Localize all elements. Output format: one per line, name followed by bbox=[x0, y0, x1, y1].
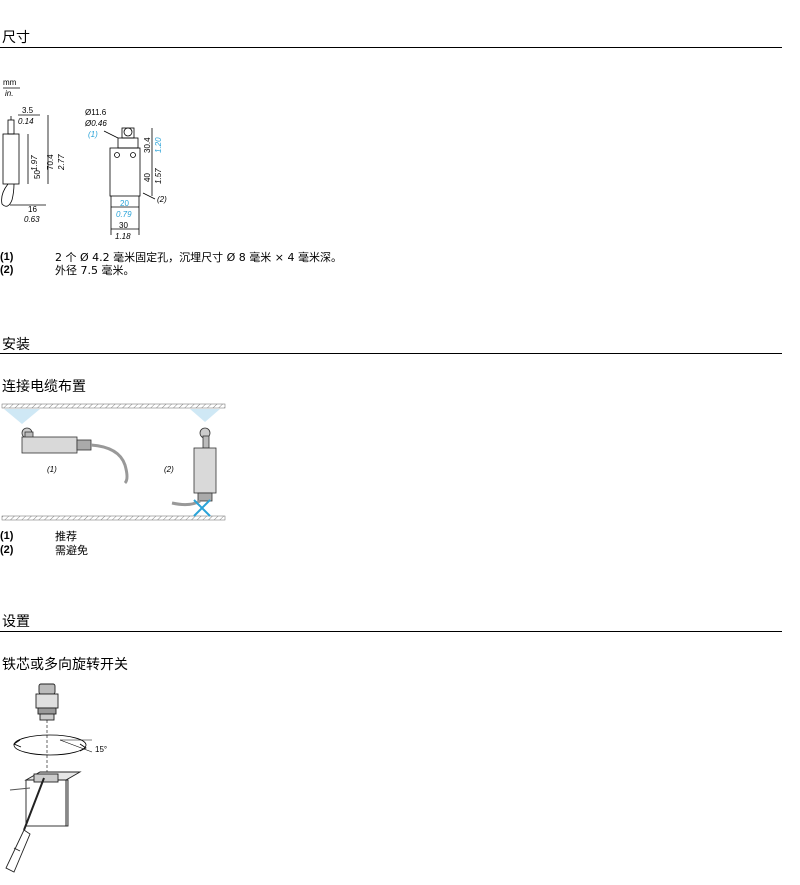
note-text: 2 个 Ø 4.2 毫米固定孔，沉埋尺寸 Ø 8 毫米 × 4 毫米深。 bbox=[55, 251, 342, 264]
note-key: (1) bbox=[0, 530, 14, 542]
note-key: (2) bbox=[0, 544, 14, 556]
installation-drawing: (1) (2) bbox=[1, 403, 226, 521]
switch-body bbox=[24, 771, 82, 827]
setting-drawing: 15° bbox=[5, 683, 107, 873]
dim-front-mid-mm: 40 bbox=[143, 173, 152, 182]
screwdriver-icon bbox=[5, 777, 45, 873]
subsection-title-rotation: 铁芯或多向旋转开关 bbox=[2, 657, 128, 673]
dim-side-width-in: 0.14 bbox=[18, 117, 34, 126]
dim-front-mid-in: 1.57 bbox=[154, 168, 163, 184]
dim-front-diameter-in: Ø0.46 bbox=[84, 119, 107, 128]
unit-in-label: in. bbox=[5, 89, 13, 98]
section-title-dimensions: 尺寸 bbox=[2, 30, 30, 46]
dim-side-base-mm: 16 bbox=[28, 205, 37, 214]
dim-side-h1-in: 1.97 bbox=[30, 155, 39, 171]
unit-mm-label: mm bbox=[3, 78, 17, 87]
section-title-installation: 安装 bbox=[2, 337, 30, 353]
dim-front-top-mm: 30.4 bbox=[143, 137, 152, 153]
switch-recommended bbox=[21, 427, 129, 485]
dim-side-h2-in: 2.77 bbox=[57, 154, 66, 171]
subsection-title-cable: 连接电缆布置 bbox=[2, 379, 86, 395]
note-key: (1) bbox=[0, 251, 14, 263]
dim-front-width-in: 0.79 bbox=[116, 210, 132, 219]
switch-avoid bbox=[171, 427, 217, 507]
note-text: 外径 7.5 毫米。 bbox=[55, 264, 135, 277]
section-title-setting: 设置 bbox=[2, 614, 30, 630]
dim-front-diameter-mm: Ø11.6 bbox=[85, 108, 107, 117]
section-divider bbox=[0, 47, 782, 48]
front-view bbox=[103, 127, 156, 235]
callout-1: (1) bbox=[88, 130, 98, 139]
dim-front-width2-in: 1.18 bbox=[115, 232, 131, 241]
dim-side-width-mm: 3.5 bbox=[22, 106, 34, 115]
dim-front-top-in: 1.20 bbox=[154, 137, 163, 153]
section-divider bbox=[0, 631, 782, 632]
dim-side-h1-mm: 50 bbox=[33, 170, 42, 179]
side-view bbox=[1, 114, 49, 207]
note-text: 推荐 bbox=[55, 530, 77, 543]
dim-side-base-in: 0.63 bbox=[24, 215, 40, 224]
angle-label: 15° bbox=[95, 745, 107, 754]
note-text: 需避免 bbox=[55, 544, 88, 557]
section-divider bbox=[0, 353, 782, 354]
dim-side-h2-mm: 70.4 bbox=[46, 154, 55, 170]
label-recommended: (1) bbox=[47, 465, 57, 474]
label-avoid: (2) bbox=[164, 465, 174, 474]
dim-front-width2-mm: 30 bbox=[119, 221, 128, 230]
rotating-head bbox=[35, 683, 59, 721]
dim-front-width-mm: 20 bbox=[120, 199, 129, 208]
dimension-drawing: mm in. 3.5 0.14 50 1.97 70.4 2.77 16 0.6… bbox=[1, 78, 167, 241]
callout-2: (2) bbox=[157, 195, 167, 204]
note-key: (2) bbox=[0, 264, 14, 276]
